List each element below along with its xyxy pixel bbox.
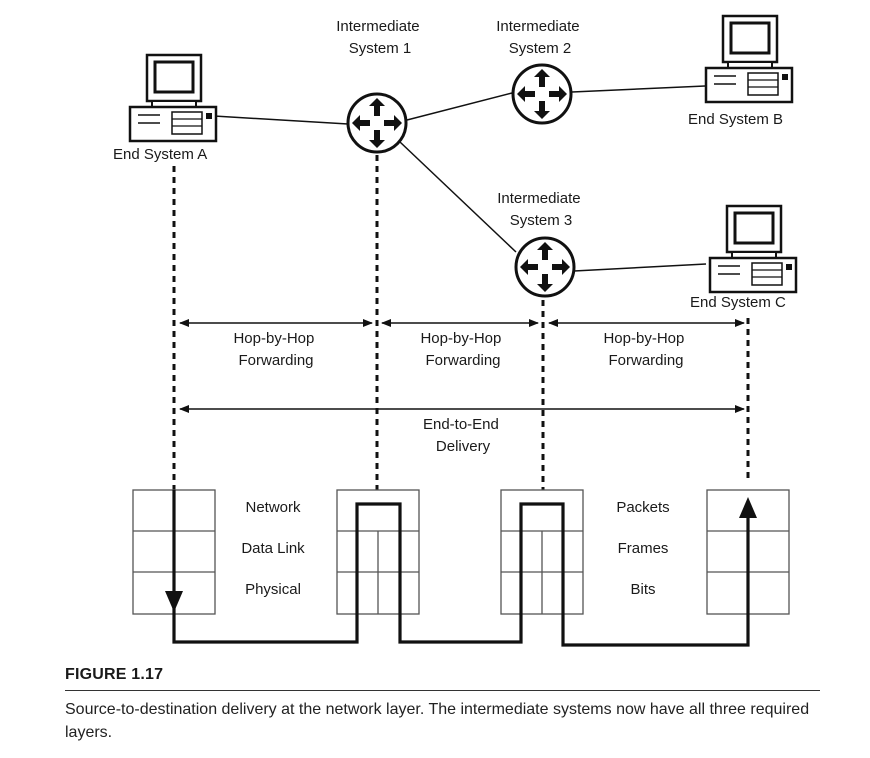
is2-router-icon <box>511 63 573 125</box>
link-is1-is3 <box>399 141 517 253</box>
data-path <box>172 490 750 647</box>
hop3-label: Hop-by-Hop Forwarding <box>603 330 688 369</box>
links <box>213 85 707 272</box>
layer-data-link-label: Data Link <box>241 540 305 557</box>
span-arrows <box>179 319 745 413</box>
is1-router-icon <box>346 92 408 154</box>
end-system-b-label: End System B <box>688 111 783 128</box>
network-layer-diagram: End System A End System B End System C I… <box>113 14 798 647</box>
up-arrowhead-icon <box>739 497 757 518</box>
layer-network-label: Network <box>245 499 301 516</box>
end-system-c-label: End System C <box>690 294 786 311</box>
end-system-b-computer-icon <box>704 14 794 104</box>
link-is3-c <box>573 263 707 272</box>
figure-label: FIGURE 1.17 <box>65 666 164 683</box>
unit-frames-label: Frames <box>618 540 669 557</box>
dashed-guides <box>172 155 750 490</box>
hop1-label: Hop-by-Hop Forwarding <box>233 330 318 369</box>
is3-label: Intermediate System 3 <box>497 190 585 229</box>
link-is2-b <box>571 85 706 93</box>
is3-router-icon <box>514 236 576 298</box>
end-system-c-computer-icon <box>708 204 798 294</box>
unit-packets-label: Packets <box>616 499 669 516</box>
link-is1-is2 <box>406 92 513 121</box>
down-arrowhead-icon <box>165 591 183 612</box>
figure-caption: Source-to-destination delivery at the ne… <box>65 701 810 741</box>
end-system-a-computer-icon <box>128 53 218 143</box>
is2-label: Intermediate System 2 <box>496 18 584 57</box>
caption-divider <box>65 690 820 691</box>
is1-label: Intermediate System 1 <box>336 18 424 57</box>
layer-physical-label: Physical <box>245 581 301 598</box>
hop2-label: Hop-by-Hop Forwarding <box>420 330 505 369</box>
layer-stack-is3 <box>500 489 584 615</box>
link-a-is1 <box>213 115 349 125</box>
end-system-a-label: End System A <box>113 146 207 163</box>
end-to-end-label: End-to-End Delivery <box>423 416 503 455</box>
layer-stack-is1 <box>336 489 420 615</box>
unit-bits-label: Bits <box>630 581 655 598</box>
